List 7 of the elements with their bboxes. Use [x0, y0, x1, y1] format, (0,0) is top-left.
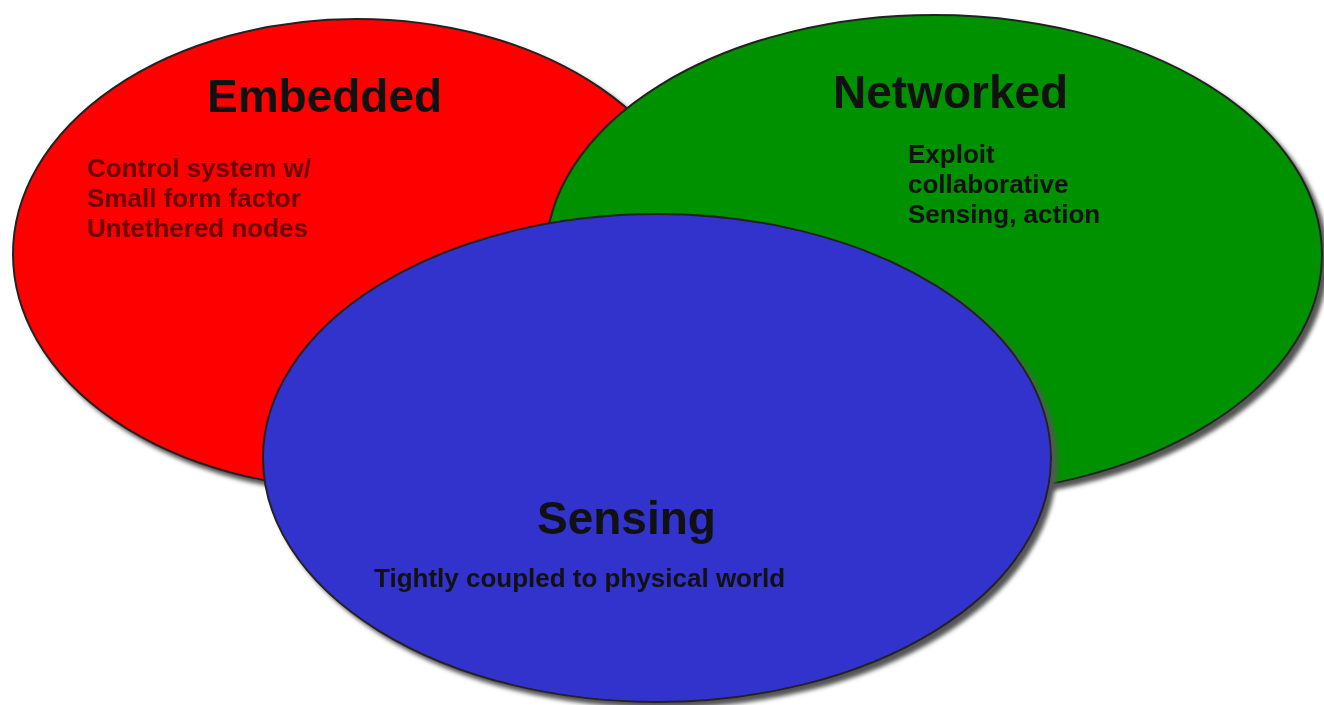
body-text: Tightly coupled to physical world [374, 563, 786, 593]
heading-text: Networked [833, 69, 1069, 115]
body-text: Control system w/ [87, 153, 311, 183]
body-text: Untethered nodes [87, 213, 309, 243]
body-text: Small form factor [87, 183, 301, 213]
body-text: Exploit collaborative Sensing, action [908, 139, 1102, 229]
heading-text: Embedded [207, 73, 443, 119]
